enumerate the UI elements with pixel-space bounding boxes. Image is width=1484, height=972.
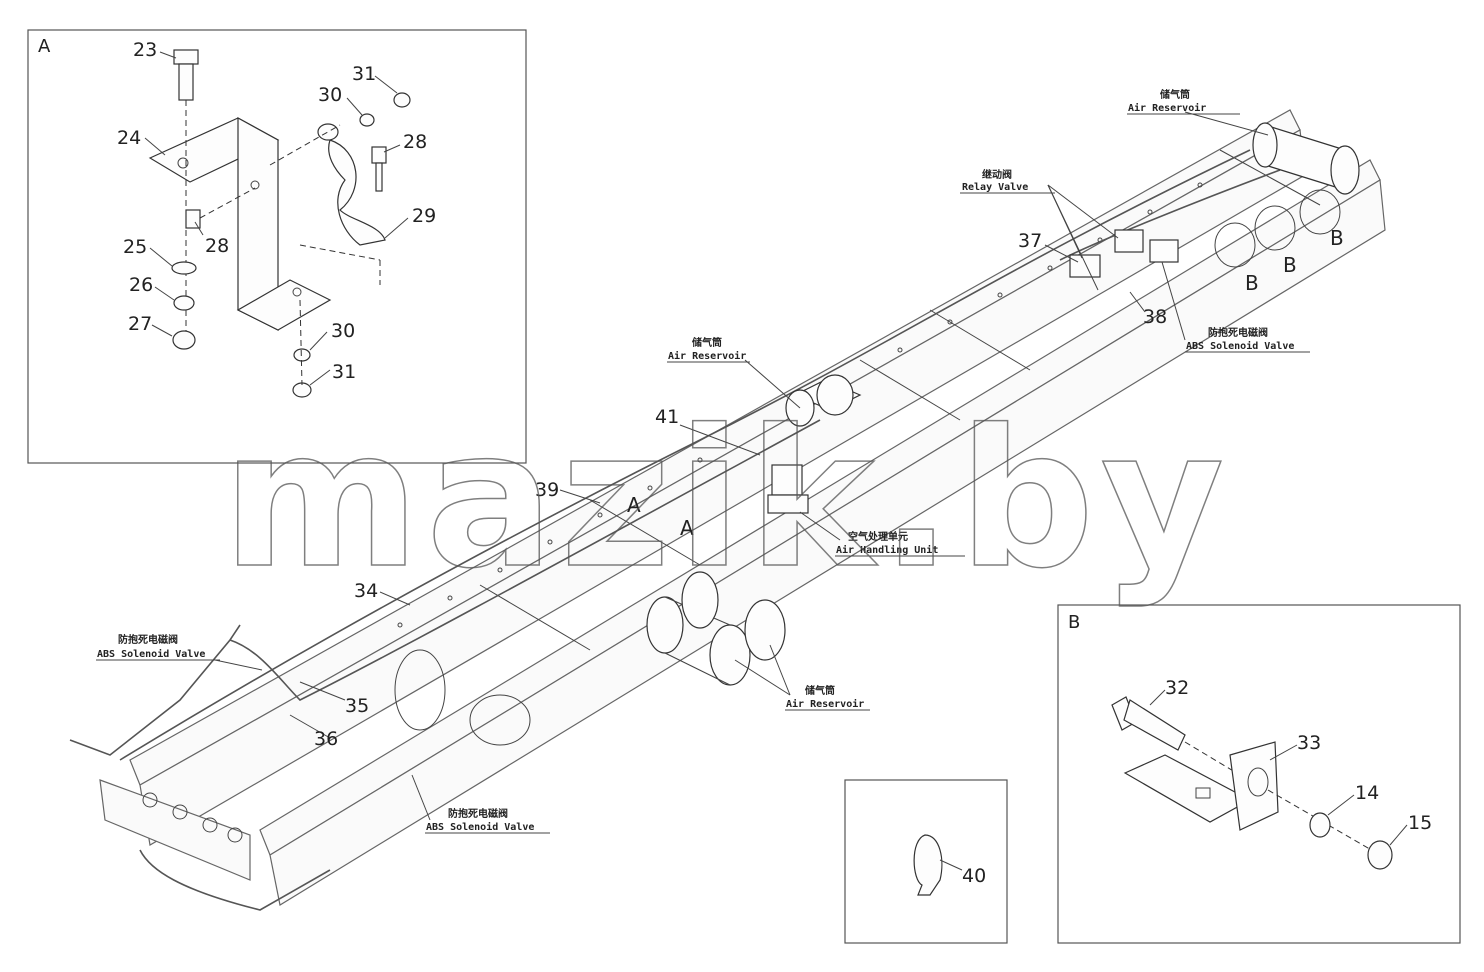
inset-a-label-26: 26 <box>129 274 153 296</box>
part-number-39: 39 <box>535 479 559 501</box>
nut-15 <box>1367 840 1393 870</box>
air-pipe-secondary <box>229 419 821 701</box>
nut-27 <box>172 330 196 350</box>
rear-crossmember <box>99 779 251 881</box>
washer-14 <box>1309 812 1331 838</box>
washer-30-top <box>359 113 375 127</box>
inset-a-label-31-bottom: 31 <box>332 361 356 383</box>
air-reservoir-top-cn: 储气筒 <box>1159 88 1190 101</box>
inset-a-label-30-bottom: 30 <box>331 320 355 342</box>
abs-right-cn: 防抱死电磁阀 <box>1208 326 1268 339</box>
air-pipe-front <box>1059 169 1281 261</box>
inset-a-label-30-top: 30 <box>318 84 342 106</box>
inset-a-label-28-right: 28 <box>403 131 427 153</box>
view-mark-b-3: B <box>1330 226 1344 250</box>
part-number-38: 38 <box>1143 306 1167 328</box>
inset-a-label-27: 27 <box>128 313 152 335</box>
relay-valve-en: Relay Valve <box>962 182 1028 193</box>
abs-bottom-cn: 防抱死电磁阀 <box>448 807 508 820</box>
inset-b: B 32 33 14 15 <box>1057 604 1461 944</box>
abs-left-cn: 防抱死电磁阀 <box>118 633 178 646</box>
air-handling-unit-cn: 空气处理单元 <box>848 530 908 543</box>
air-pipe-rear-left <box>69 624 241 756</box>
inset-a-label-25: 25 <box>123 236 147 258</box>
washer-25 <box>171 261 197 275</box>
clamp-29 <box>328 139 386 246</box>
nut-31-top <box>393 92 411 108</box>
washer-26 <box>173 295 195 311</box>
inset-a-title: A <box>38 36 51 57</box>
air-handling-unit-body <box>767 464 809 514</box>
relay-valve-cluster <box>1069 229 1179 278</box>
washer-30-bottom <box>293 348 311 362</box>
air-reservoir-top-en: Air Reservoir <box>1128 102 1206 114</box>
view-mark-a-2: A <box>680 516 694 540</box>
inset-a: A <box>27 29 527 464</box>
inset-a-label-29: 29 <box>412 205 436 227</box>
watermark-text: mazik.by <box>222 389 1230 610</box>
inset-a-label-23: 23 <box>133 39 157 61</box>
inset-b-label-32: 32 <box>1165 677 1189 699</box>
part-number-36: 36 <box>314 728 338 750</box>
bolt-28-left <box>185 209 201 229</box>
part-number-37: 37 <box>1018 230 1042 252</box>
air-reservoir-mid-en: Air Reservoir <box>668 350 746 362</box>
air-reservoir-bottom-cn: 储气筒 <box>804 684 835 697</box>
air-handling-unit-en: Air Handling Unit <box>836 544 938 556</box>
view-mark-a-1: A <box>627 493 641 517</box>
part-number-41: 41 <box>655 406 679 428</box>
clip-40 <box>913 834 943 896</box>
inset-b-label-14: 14 <box>1355 782 1379 804</box>
relay-valve-cn: 继动阀 <box>982 168 1012 181</box>
part-number-34: 34 <box>354 580 378 602</box>
bolt-28-right <box>371 146 387 164</box>
view-mark-b-2: B <box>1283 253 1297 277</box>
view-mark-b-1: B <box>1245 271 1259 295</box>
abs-bottom-en: ABS Solenoid Valve <box>426 821 534 833</box>
chassis-frame <box>69 109 1386 911</box>
inset-a-label-31-top: 31 <box>352 63 376 85</box>
abs-right-en: ABS Solenoid Valve <box>1186 340 1294 352</box>
air-reservoir-bottom-tanks <box>646 571 786 686</box>
inset-b-label-33: 33 <box>1297 732 1321 754</box>
inset-clip-label-40: 40 <box>962 865 986 887</box>
air-reservoir-bottom-en: Air Reservoir <box>786 698 864 710</box>
inset-clip: 40 <box>844 779 1008 944</box>
air-reservoir-mid-cn: 储气筒 <box>691 336 722 349</box>
air-pipe-main <box>119 149 1251 761</box>
part-number-35: 35 <box>345 695 369 717</box>
right-rail-web <box>269 178 1386 906</box>
air-reservoir-top-tank <box>1252 122 1360 195</box>
inset-a-label-24: 24 <box>117 127 141 149</box>
air-pipe-rear-bottom <box>139 849 331 911</box>
bolt-23 <box>173 49 199 65</box>
inset-b-title: B <box>1068 612 1080 633</box>
abs-left-en: ABS Solenoid Valve <box>97 648 205 660</box>
inset-b-label-15: 15 <box>1408 812 1432 834</box>
b-brackets <box>1214 189 1341 268</box>
inset-a-label-28-left: 28 <box>205 235 229 257</box>
